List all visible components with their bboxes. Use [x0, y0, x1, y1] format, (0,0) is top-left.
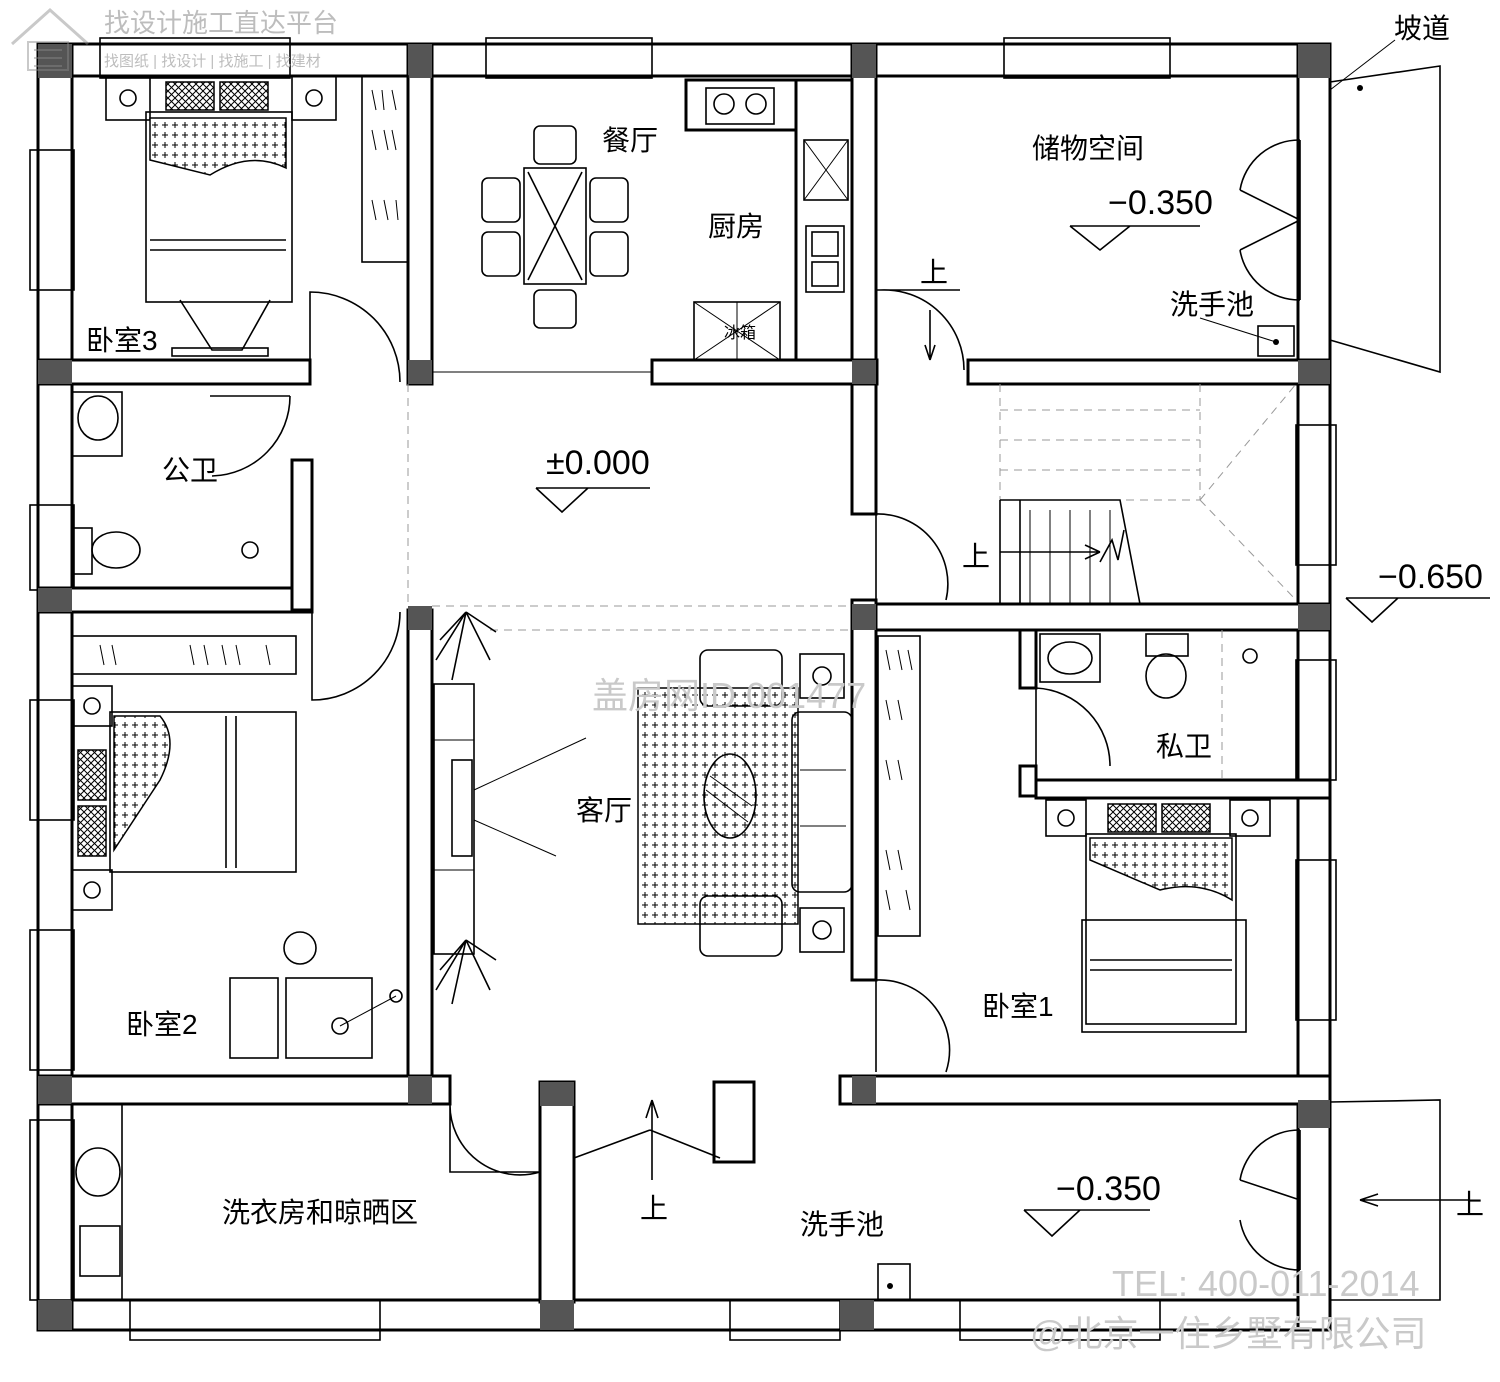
label-up-storage: 上 [920, 257, 948, 288]
storage-sink [1199, 317, 1295, 357]
level-markers [535, 225, 1490, 1238]
public-bath-fixtures [71, 391, 259, 575]
watermark-tel: TEL: 400-011-2014 [1112, 1263, 1420, 1304]
room-label-bedroom1: 卧室1 [982, 991, 1054, 1022]
room-label-private-bath: 私卫 [1156, 731, 1212, 762]
room-label-bedroom2: 卧室2 [126, 1009, 198, 1040]
room-label-living: 客厅 [576, 795, 632, 826]
label-ramp: 坡道 [1394, 13, 1450, 44]
watermark-center-id: 盖房网ID 001477 [592, 675, 866, 716]
level-storage: −0.350 [1108, 184, 1213, 222]
interior-walls [38, 42, 1332, 1304]
kitchen-fixtures [693, 87, 849, 361]
label-up-porch: 上 [1456, 1189, 1484, 1220]
watermark-top-links: 找图纸 | 找设计 | 找施工 | 找建材 [104, 53, 321, 70]
room-label-public-bath: 公卫 [162, 455, 218, 486]
label-fridge: 冰箱 [724, 324, 756, 342]
room-label-storage: 储物空间 [1032, 133, 1144, 164]
level-hall: ±0.000 [546, 444, 650, 482]
bedroom3-furniture [105, 75, 409, 357]
label-sink-storage: 洗手池 [1170, 289, 1254, 320]
room-label-dining: 餐厅 [602, 125, 658, 156]
open-plan-boundaries [407, 384, 852, 631]
dining-set [481, 125, 629, 329]
logo-icon [10, 7, 90, 71]
label-sink-porch: 洗手池 [800, 1209, 884, 1240]
doors [210, 139, 1301, 1271]
watermark-company: @北京一住乡墅有限公司 [1030, 1313, 1427, 1354]
level-porch: −0.350 [1056, 1170, 1161, 1208]
label-up-entry: 上 [640, 1193, 668, 1224]
room-label-bedroom3: 卧室3 [86, 325, 158, 356]
ramps [1329, 39, 1470, 1301]
columns [38, 44, 1330, 1330]
entry-arrow [645, 1099, 659, 1180]
bedroom2-furniture [71, 635, 403, 1059]
laundry-fixtures [71, 1103, 911, 1301]
room-label-kitchen: 厨房 [708, 211, 764, 242]
label-up-stair: 上 [962, 541, 990, 572]
watermark-top-title: 找设计施工直达平台 [104, 8, 338, 38]
room-label-laundry: 洗衣房和晾晒区 [222, 1197, 418, 1228]
living-room-furniture [433, 611, 853, 1005]
level-stair: −0.650 [1378, 558, 1483, 596]
bedroom1-furniture [877, 630, 1271, 1033]
staircase [924, 310, 1297, 605]
